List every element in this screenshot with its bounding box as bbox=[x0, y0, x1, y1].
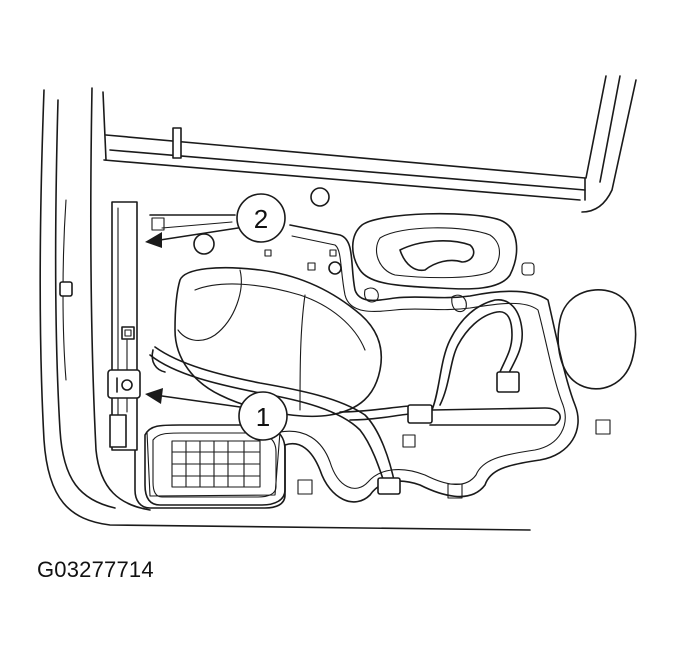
clip-holes bbox=[151, 187, 611, 499]
callout-1-number: 1 bbox=[256, 402, 270, 432]
callout-1-arrowhead bbox=[145, 388, 163, 404]
figure-id-label: G03277714 bbox=[37, 557, 154, 582]
callout-2: 2 bbox=[145, 193, 286, 248]
wiring-harness bbox=[149, 299, 561, 495]
map-pocket bbox=[144, 424, 286, 506]
callout-2-number: 2 bbox=[254, 204, 268, 234]
regulator-rail bbox=[107, 201, 141, 451]
inner-panel bbox=[134, 214, 579, 509]
callout-1-circle bbox=[238, 391, 288, 441]
callout-2-circle bbox=[236, 193, 286, 243]
door-frame bbox=[39, 87, 531, 531]
callout-1: 1 bbox=[145, 388, 288, 441]
inner-cutout bbox=[174, 266, 382, 418]
callout-2-arrowhead bbox=[145, 232, 162, 248]
speaker bbox=[557, 289, 637, 390]
window-channel bbox=[103, 75, 637, 213]
handle-recess bbox=[351, 212, 518, 290]
